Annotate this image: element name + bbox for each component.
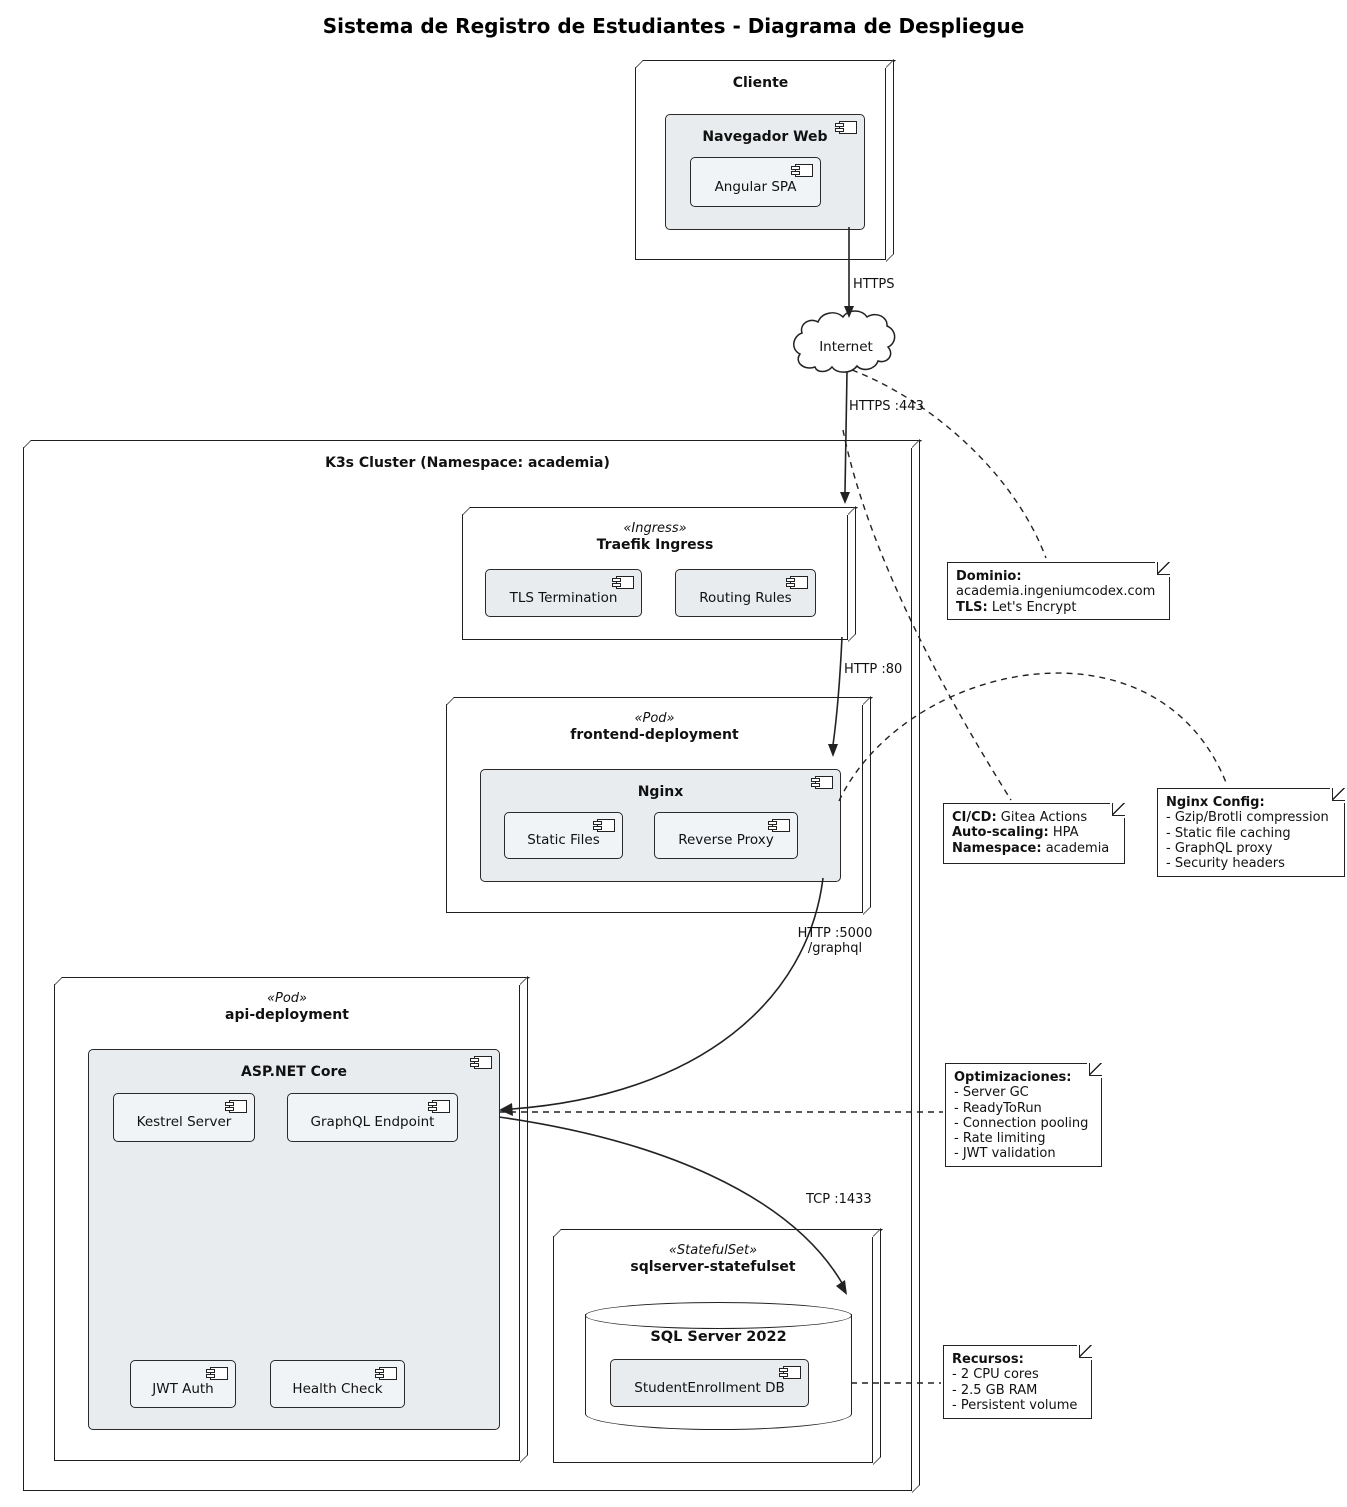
note-item: - 2 CPU cores [952,1367,1039,1383]
edge-label-https-443: HTTPS :443 [849,399,924,414]
note-optimizaciones: Optimizaciones: - Server GC - ReadyToRun… [945,1062,1103,1167]
component-nginx: Nginx Static Files Reverse Proxy [480,769,841,882]
database-sql-server: SQL Server 2022 StudentEnrollment DB [585,1302,852,1430]
node-sqlserver-label: sqlserver-statefulset [630,1259,796,1275]
edge-label-tcp-1433: TCP :1433 [806,1192,872,1207]
component-nginx-label: Nginx [637,784,684,800]
node-k3s-cluster-label: K3s Cluster (Namespace: academia) [325,455,610,471]
note-item: - Persistent volume [952,1397,1078,1413]
note-dominio-domain: academia.ingeniumcodex.com [956,584,1156,600]
component-tls-termination: TLS Termination [485,569,642,617]
note-dominio-title: Dominio: [956,569,1022,584]
node-cliente: Cliente Navegador Web Angular SPA [635,67,886,260]
component-tls-termination-label: TLS Termination [509,589,618,606]
component-icon [810,776,833,789]
node-api-label: api-deployment [225,1007,349,1023]
component-graphql-endpoint-label: GraphQL Endpoint [310,1114,435,1130]
note-recursos: Recursos: - 2 CPU cores - 2.5 GB RAM - P… [943,1344,1093,1419]
database-sql-server-label: SQL Server 2022 [650,1329,787,1345]
edge-label-https: HTTPS [853,277,895,292]
node-frontend-label: frontend-deployment [570,727,739,743]
node-traefik-stereotype: «Ingress» [623,521,687,536]
component-angular-spa: Angular SPA [690,157,821,207]
component-reverse-proxy: Reverse Proxy [654,812,798,859]
note-dominio: Dominio: academia.ingeniumcodex.com TLS:… [947,561,1171,620]
component-icon [224,1100,247,1113]
node-k3s-cluster: K3s Cluster (Namespace: academia) «Ingre… [23,447,912,1491]
component-aspnet-core-label: ASP.NET Core [241,1064,347,1080]
node-frontend-deployment: «Pod» frontend-deployment Nginx Static F… [446,704,863,913]
component-routing-rules-label: Routing Rules [699,589,792,606]
component-static-files: Static Files [504,812,623,859]
note-item: - Server GC [954,1085,1029,1101]
component-navegador-web-label: Navegador Web [702,129,828,145]
component-graphql-endpoint: GraphQL Endpoint [287,1093,458,1142]
component-icon [469,1056,492,1069]
component-kestrel-server-label: Kestrel Server [136,1114,232,1130]
note-recursos-title: Recursos: [952,1352,1024,1367]
edge-label-http-5000: HTTP :5000 /graphql [794,926,876,956]
component-kestrel-server: Kestrel Server [113,1093,255,1142]
note-nginx-config: Nginx Config: - Gzip/Brotli compression … [1157,787,1346,877]
note-item: - JWT validation [954,1146,1056,1162]
component-icon [834,121,857,134]
note-item: - Rate limiting [954,1131,1046,1147]
component-icon [778,1366,801,1379]
note-item: - Security headers [1166,856,1285,872]
node-sqlserver-statefulset: «StatefulSet» sqlserver-statefulset SQL … [553,1236,873,1463]
component-icon [374,1367,397,1380]
note-item: - 2.5 GB RAM [952,1382,1038,1398]
edge-label-graphql-path: /graphql [807,941,863,956]
database-cylinder-top [585,1302,852,1329]
component-icon [790,164,813,177]
component-reverse-proxy-label: Reverse Proxy [678,832,774,848]
edge-label-http-80: HTTP :80 [844,662,903,677]
component-aspnet-core: ASP.NET Core Kestrel Server GraphQL Endp… [88,1049,500,1430]
component-health-check: Health Check [270,1360,405,1408]
node-traefik-label: Traefik Ingress [596,537,714,553]
internet-cloud-label: Internet [819,339,873,355]
note-nginx-config-title: Nginx Config: [1166,795,1265,810]
note-item: - Gzip/Brotli compression [1166,810,1329,826]
component-icon [611,576,634,589]
component-jwt-auth: JWT Auth [130,1360,236,1408]
node-cliente-label: Cliente [732,75,789,91]
note-optimizaciones-title: Optimizaciones: [954,1070,1072,1085]
component-health-check-label: Health Check [292,1380,383,1397]
note-cicd: CI/CD: Gitea Actions Auto-scaling: HPA N… [943,802,1126,864]
diagram-title: Sistema de Registro de Estudiantes - Dia… [322,14,1025,38]
arrowhead [844,306,854,318]
node-frontend-stereotype: «Pod» [634,711,675,726]
node-traefik-ingress: «Ingress» Traefik Ingress TLS Terminatio… [462,514,848,640]
note-item: - Connection pooling [954,1115,1089,1131]
node-sqlserver-stereotype: «StatefulSet» [668,1243,758,1258]
component-icon [592,819,615,832]
node-api-deployment: «Pod» api-deployment ASP.NET Core Kestre… [54,984,520,1461]
component-icon [767,819,790,832]
component-icon [205,1367,228,1380]
component-static-files-label: Static Files [527,832,600,848]
note-item: - ReadyToRun [954,1100,1042,1116]
component-icon [785,576,808,589]
note-item: - GraphQL proxy [1166,840,1273,856]
note-item: - Static file caching [1166,825,1291,841]
component-icon [427,1100,450,1113]
component-jwt-auth-label: JWT Auth [152,1380,214,1397]
component-student-enrollment-db-label: StudentEnrollment DB [634,1379,785,1396]
component-student-enrollment-db: StudentEnrollment DB [610,1359,809,1407]
component-angular-spa-label: Angular SPA [714,178,797,195]
node-api-stereotype: «Pod» [266,991,308,1006]
component-routing-rules: Routing Rules [675,569,816,617]
component-navegador-web: Navegador Web Angular SPA [665,114,865,230]
